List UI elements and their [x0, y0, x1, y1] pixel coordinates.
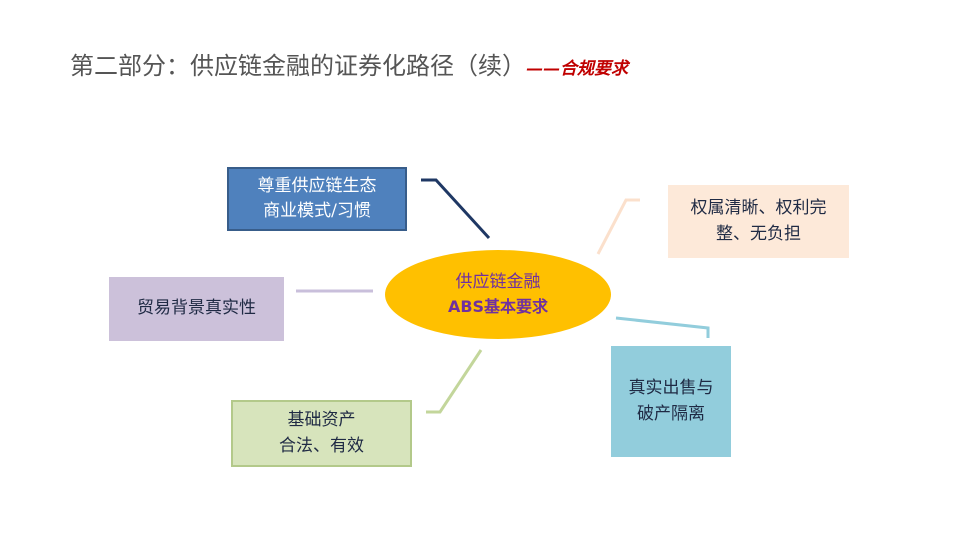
node-underlying-asset: 基础资产 合法、有效 — [231, 400, 412, 467]
node-asset-line2: 合法、有效 — [279, 435, 364, 456]
node-asset-line1: 基础资产 — [287, 410, 356, 430]
node-respect-supply-chain: 尊重供应链生态 商业模式/习惯 — [227, 167, 407, 231]
node-respect-line2: 商业模式/习惯 — [263, 201, 371, 221]
connector-asset — [426, 349, 483, 414]
node-sale-line2: 破产隔离 — [637, 403, 705, 424]
slide-title-main: 第二部分：供应链金融的证券化路径（续） — [70, 52, 526, 80]
connector-sale — [615, 316, 710, 338]
node-sale-line1: 真实出售与 — [628, 378, 714, 398]
node-ownership-line1: 权属清晰、权利完 — [690, 198, 827, 218]
slide-title-sub: ——合规要求 — [526, 59, 628, 79]
center-ellipse: 供应链金融 ABS基本要求 — [385, 250, 611, 339]
node-ownership-line2: 整、无负担 — [716, 223, 801, 244]
node-trade-authenticity: 贸易背景真实性 — [109, 277, 284, 341]
node-true-sale: 真实出售与 破产隔离 — [611, 346, 731, 457]
connector-respect — [421, 178, 491, 240]
node-respect-line1: 尊重供应链生态 — [257, 175, 377, 196]
slide-title: 第二部分：供应链金融的证券化路径（续）——合规要求 — [70, 46, 628, 81]
node-clear-ownership: 权属清晰、权利完 整、无负担 — [668, 185, 849, 258]
node-trade-line1: 贸易背景真实性 — [137, 298, 256, 319]
center-line2: ABS基本要求 — [447, 297, 549, 317]
center-line1: 供应链金融 — [455, 271, 541, 292]
connector-ownership — [596, 198, 640, 255]
